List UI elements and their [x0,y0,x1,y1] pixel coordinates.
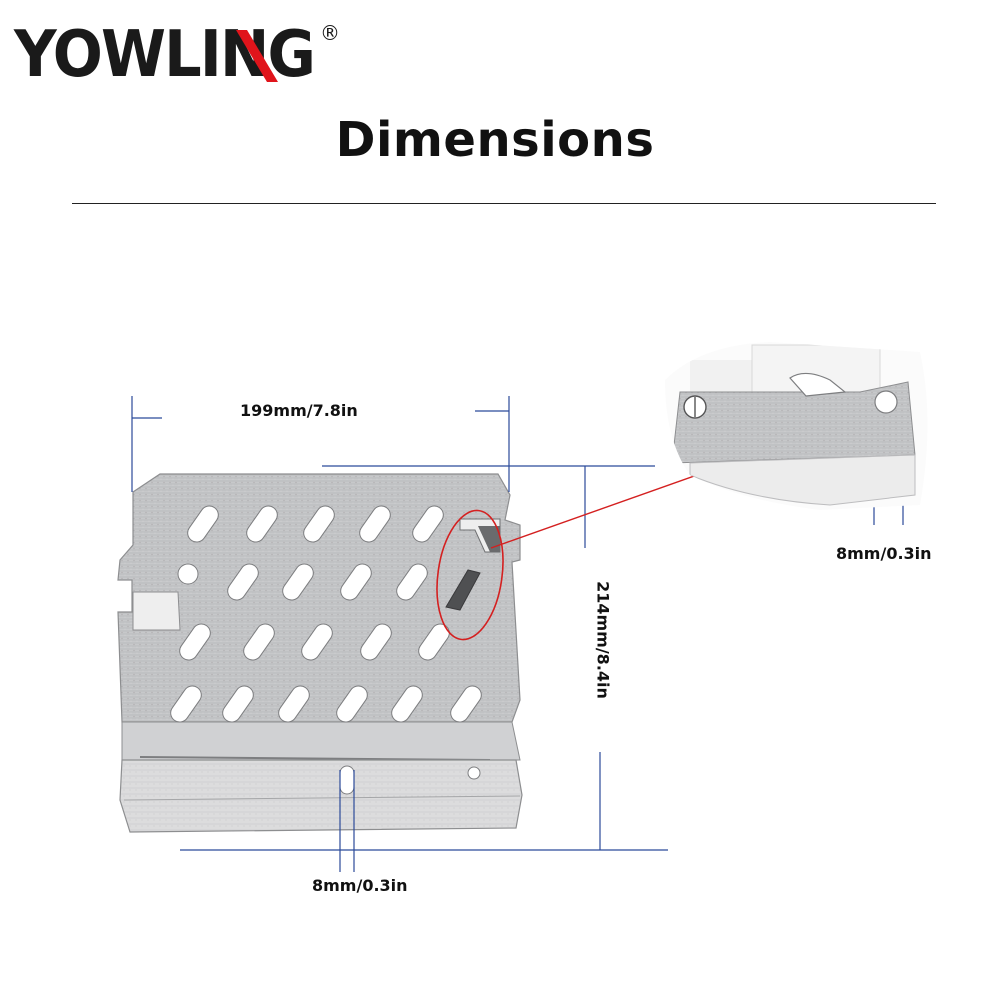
detail-hole-dimension-label: 8mm/0.3in [836,544,932,563]
plate-slot [170,685,202,723]
plate-slot [222,685,254,723]
plate-slot [282,563,314,601]
height-dimension-label: 214mm/8.4in [593,581,613,699]
plate-slot [179,623,211,661]
plate-slot [450,685,482,723]
bottom-hole-dimension-label: 8mm/0.3in [312,876,408,895]
plate-slot [396,563,428,601]
skid-plate [117,473,523,833]
plate-slot [340,563,372,601]
plate-slot [360,623,392,661]
detail-inset [665,342,928,510]
logo-red-slash [236,30,278,82]
page-title: Dimensions [335,112,655,168]
plate-slot [359,505,391,543]
plate-slot [412,505,444,543]
plate-slot [303,505,335,543]
plate-slot [246,505,278,543]
plate-slot [227,563,259,601]
title-divider [72,203,936,204]
svg-text:YOWLING: YOWLING [13,18,314,92]
plate-left-tab [132,591,181,631]
plate-slot [336,685,368,723]
brand-logo: YOWLING ® [13,18,340,92]
plate-slots [170,505,482,723]
plate-front-lip [119,759,523,833]
width-dimension-label: 199mm/7.8in [240,401,358,420]
plate-slot [418,623,450,661]
plate-slot [301,623,333,661]
plate-bend [121,721,521,761]
plate-slot [278,685,310,723]
plate-side-bracket [445,569,481,611]
plate-slot [243,623,275,661]
plate-slot [187,505,219,543]
plate-slot [391,685,423,723]
callout-circle [436,509,504,641]
svg-text:®: ® [320,21,340,45]
